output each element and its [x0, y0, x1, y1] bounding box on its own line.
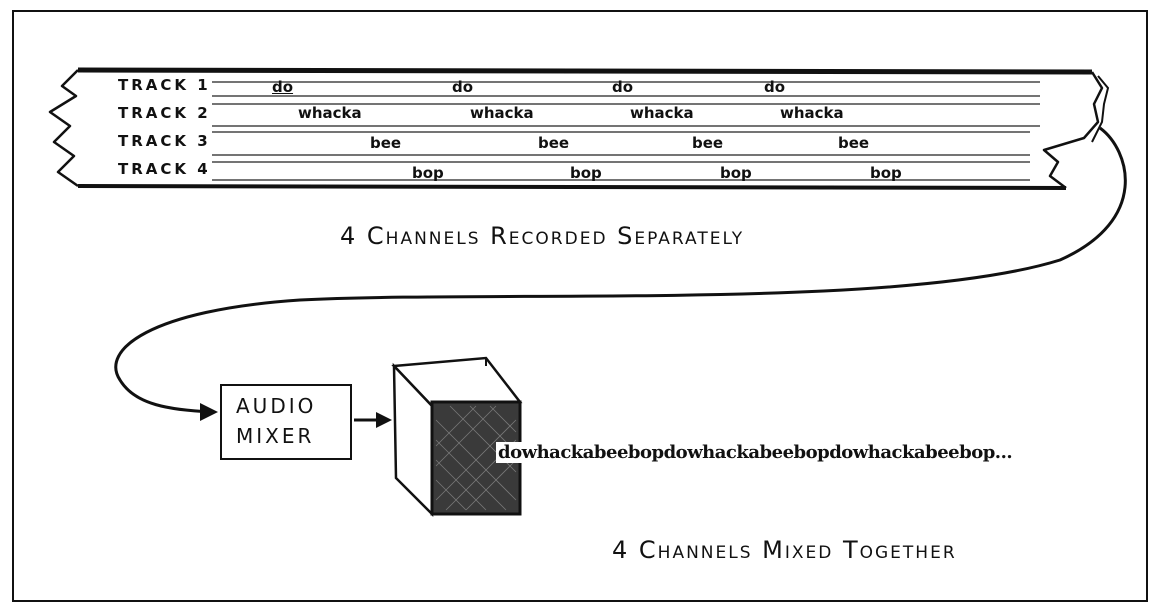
track-1-label: TRACK 1	[118, 76, 211, 94]
arrow-to-speaker	[376, 412, 392, 428]
audio-mixer-box: AUDIO MIXER	[220, 384, 352, 460]
arrow-into-mixer	[200, 403, 218, 421]
connection-cable	[114, 126, 1127, 414]
track-3-word: bee	[370, 134, 402, 152]
tape-strip	[48, 67, 1110, 190]
track-2-word: whacka	[298, 104, 362, 122]
track-3-word: bee	[692, 134, 724, 152]
track-1-word: do	[764, 78, 786, 96]
diagram-frame	[12, 10, 1148, 602]
mixer-label-line-1: AUDIO	[236, 394, 317, 418]
track-1-word: do	[272, 78, 294, 96]
mixer-label-line-2: MIXER	[236, 424, 315, 448]
track-4-word: bop	[412, 164, 444, 182]
track-2-word: whacka	[780, 104, 844, 122]
track-3-word: bee	[838, 134, 870, 152]
speaker-cube	[391, 356, 523, 518]
track-1-word: do	[612, 78, 634, 96]
track-4-word: bop	[570, 164, 602, 182]
track-4-label: TRACK 4	[118, 160, 211, 178]
track-2-word: whacka	[470, 104, 534, 122]
track-3-label: TRACK 3	[118, 132, 211, 150]
track-2-word: whacka	[630, 104, 694, 122]
track-2-label: TRACK 2	[118, 104, 211, 122]
track-4-word: bop	[870, 164, 902, 182]
track-1-word: do	[452, 78, 474, 96]
track-4-word: bop	[720, 164, 752, 182]
track-3-word: bee	[538, 134, 570, 152]
mixed-output-text: dowhackabeebopdowhackabeebopdowhackabeeb…	[496, 442, 1015, 463]
caption-mixed-together: 4 Channels Mixed Together	[612, 536, 957, 564]
caption-recorded-separately: 4 Channels Recorded Separately	[340, 222, 745, 250]
